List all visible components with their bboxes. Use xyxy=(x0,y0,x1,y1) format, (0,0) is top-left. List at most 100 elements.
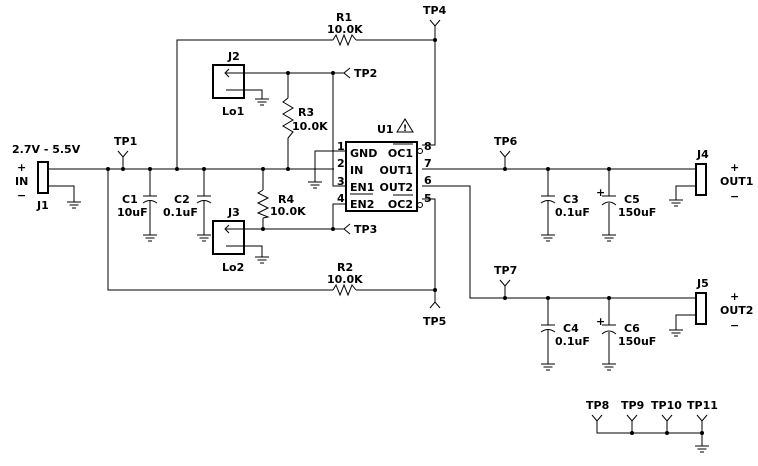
svg-text:J4: J4 xyxy=(696,148,709,161)
svg-text:Lo1: Lo1 xyxy=(222,105,244,118)
svg-text:TP6: TP6 xyxy=(494,135,518,148)
svg-text:4: 4 xyxy=(337,192,345,205)
svg-text:OUT1: OUT1 xyxy=(720,175,753,188)
svg-text:+: + xyxy=(17,161,26,174)
capacitor-c3: C3 0.1uF xyxy=(540,193,590,219)
ground-icon xyxy=(541,363,555,371)
jumper-j2: J2 Lo1 xyxy=(212,50,245,118)
svg-text:150uF: 150uF xyxy=(618,206,656,219)
svg-text:R3: R3 xyxy=(298,106,314,119)
svg-text:−: − xyxy=(730,319,739,332)
svg-text:OUT1: OUT1 xyxy=(380,164,413,177)
junctions xyxy=(106,38,704,435)
svg-text:U1: U1 xyxy=(377,123,394,136)
svg-text:7: 7 xyxy=(424,157,432,170)
svg-text:IN: IN xyxy=(15,175,28,188)
svg-text:10.0K: 10.0K xyxy=(270,205,306,218)
svg-text:2: 2 xyxy=(337,157,345,170)
ground-icon xyxy=(602,363,616,371)
svg-text:C6: C6 xyxy=(624,322,640,335)
resistor-r2: R3 10.0K xyxy=(282,97,328,139)
svg-text:−: − xyxy=(730,190,739,203)
test-point-tp4: TP4 xyxy=(423,4,447,27)
svg-text:C1: C1 xyxy=(122,193,138,206)
wires xyxy=(64,26,703,446)
svg-text:OC2: OC2 xyxy=(388,198,413,211)
svg-text:+: + xyxy=(730,290,739,303)
svg-text:J1: J1 xyxy=(36,199,49,212)
jumper-j3: J3 Lo2 xyxy=(212,206,245,274)
svg-text:OUT2: OUT2 xyxy=(380,181,413,194)
test-point-tp11: TP11 xyxy=(687,399,718,422)
svg-text:C2: C2 xyxy=(174,193,190,206)
svg-text:+: + xyxy=(730,161,739,174)
svg-text:150uF: 150uF xyxy=(618,335,656,348)
resistor-r3: R1 10.0K xyxy=(327,11,363,47)
svg-text:−: − xyxy=(17,189,26,202)
svg-text:OC1: OC1 xyxy=(388,147,413,160)
svg-text:1: 1 xyxy=(337,140,345,153)
svg-text:TP5: TP5 xyxy=(423,315,446,328)
svg-text:IN: IN xyxy=(350,164,363,177)
svg-text:EN1: EN1 xyxy=(350,181,374,194)
test-point-tp8: TP8 xyxy=(586,399,609,422)
svg-text:TP4: TP4 xyxy=(423,4,447,17)
svg-text:10uF: 10uF xyxy=(117,206,148,219)
resistor-r4: R2 10.0K xyxy=(327,261,363,297)
svg-text:R2: R2 xyxy=(337,261,353,274)
svg-text:Lo2: Lo2 xyxy=(222,261,244,274)
ground-symbols xyxy=(67,98,709,453)
input-connector-j1: 2.7V - 5.5V + IN − J1 xyxy=(12,143,81,212)
svg-text:TP11: TP11 xyxy=(687,399,718,412)
svg-text:GND: GND xyxy=(350,147,377,160)
svg-text:TP9: TP9 xyxy=(621,399,644,412)
svg-text:3: 3 xyxy=(337,175,345,188)
svg-text:J2: J2 xyxy=(227,50,240,63)
output-connector-j5: J5 + OUT2 − xyxy=(695,277,753,332)
ground-icon xyxy=(255,256,269,264)
ic-u1: U1 ! 1 2 3 4 GND IN EN1 EN2 8 7 6 5 OC1 … xyxy=(337,118,432,212)
ground-icon xyxy=(669,199,683,207)
svg-text:J3: J3 xyxy=(227,206,240,219)
svg-text:TP8: TP8 xyxy=(586,399,609,412)
capacitor-c5: + C5 150uF xyxy=(596,186,656,219)
test-point-tp5: TP5 xyxy=(423,301,446,328)
test-point-tp3: TP3 xyxy=(343,223,377,236)
svg-text:TP2: TP2 xyxy=(354,67,377,80)
capacitor-c2: C2 0.1uF xyxy=(163,193,212,219)
svg-text:TP1: TP1 xyxy=(114,135,137,148)
ground-icon xyxy=(255,98,269,106)
ground-icon xyxy=(143,234,157,242)
ground-icon xyxy=(308,181,322,189)
svg-text:TP3: TP3 xyxy=(354,223,377,236)
svg-text:8: 8 xyxy=(424,140,432,153)
test-point-tp9: TP9 xyxy=(621,399,644,422)
svg-text:R1: R1 xyxy=(336,11,352,24)
svg-text:!: ! xyxy=(403,124,407,134)
svg-text:2.7V - 5.5V: 2.7V - 5.5V xyxy=(12,143,81,156)
test-point-tp6: TP6 xyxy=(494,135,518,158)
svg-text:C5: C5 xyxy=(624,193,640,206)
warning-icon: ! xyxy=(396,118,414,134)
ground-icon xyxy=(695,445,709,453)
ground-icon xyxy=(669,329,683,337)
svg-text:10.0K: 10.0K xyxy=(292,120,328,133)
svg-text:R4: R4 xyxy=(278,193,294,206)
svg-text:EN2: EN2 xyxy=(350,198,374,211)
svg-text:+: + xyxy=(596,315,605,328)
capacitor-c1: C1 10uF xyxy=(117,193,158,219)
ground-icon xyxy=(602,234,616,242)
test-point-tp1: TP1 xyxy=(114,135,137,158)
ground-icon xyxy=(197,234,211,242)
test-point-tp2: TP2 xyxy=(343,67,377,80)
capacitor-c4: C4 0.1uF xyxy=(540,322,590,348)
svg-text:0.1uF: 0.1uF xyxy=(555,335,590,348)
resistor-r1: R4 10.0K xyxy=(256,189,306,219)
test-point-tp10: TP10 xyxy=(651,399,682,422)
svg-text:TP7: TP7 xyxy=(494,264,517,277)
svg-text:C4: C4 xyxy=(563,322,579,335)
svg-text:OUT2: OUT2 xyxy=(720,304,753,317)
svg-text:TP10: TP10 xyxy=(651,399,682,412)
svg-text:10.0K: 10.0K xyxy=(327,23,363,36)
